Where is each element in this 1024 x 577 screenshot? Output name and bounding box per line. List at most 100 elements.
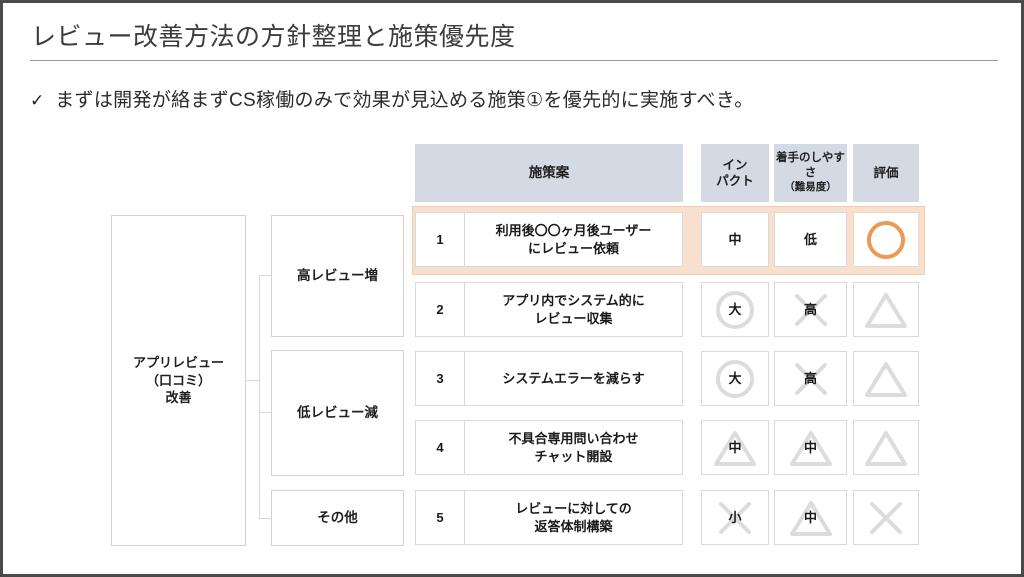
plan-text: 不具合専用問い合わせチャット開設 — [508, 430, 638, 465]
plan-cell: レビューに対しての返答体制構築 — [465, 490, 683, 545]
plan-line-2: にレビュー依頼 — [527, 240, 619, 256]
impact-cell-label: 中 — [728, 439, 742, 455]
symbol-cross-icon — [719, 501, 751, 534]
hierarchy-branch-box-1: 低レビュー減 — [271, 350, 404, 476]
row-number-cell: 3 — [415, 351, 465, 406]
column-header-ease: 着手のしやす さ （難易度） — [774, 144, 847, 202]
symbol-cross-icon — [794, 293, 827, 326]
ease-cell-label: 高 — [803, 370, 817, 386]
plan-line-1: 不具合専用問い合わせ — [508, 430, 639, 446]
row-number-label: 1 — [436, 231, 444, 247]
eval-cell — [853, 490, 919, 545]
check-icon: ✓ — [30, 91, 45, 110]
eval-cell — [853, 420, 919, 475]
ease-cell-label: 高 — [803, 301, 817, 317]
ease-cell: 高 — [774, 351, 847, 406]
symbol-triangle-icon — [714, 430, 756, 466]
eval-cell — [853, 282, 919, 337]
plan-cell: 利用後〇〇ヶ月後ユーザーにレビュー依頼 — [465, 212, 683, 267]
impact-cell-label: 大 — [728, 370, 742, 386]
symbol-triangle-icon — [865, 361, 907, 397]
column-header-plan-label: 施策案 — [528, 165, 570, 181]
impact-cell-label: 大 — [728, 301, 742, 317]
plan-text: 利用後〇〇ヶ月後ユーザーにレビュー依頼 — [496, 222, 652, 257]
branch-label-0: 高レビュー増 — [297, 267, 378, 283]
row-number-cell: 2 — [415, 282, 465, 337]
ease-cell: 高 — [774, 282, 847, 337]
row-number-label: 5 — [436, 509, 444, 525]
ease-cell-label: 中 — [803, 509, 817, 525]
symbol-triangle-icon — [865, 292, 907, 328]
ease-cell-label: 低 — [803, 231, 817, 247]
eval-cell — [853, 212, 919, 267]
root-line-2: （口コミ） — [145, 372, 211, 388]
plan-line-2: チャット開設 — [534, 448, 613, 464]
connector-root-stub — [246, 380, 260, 381]
row-number-label: 3 — [436, 370, 444, 386]
plan-text: アプリ内でシステム的にレビュー収集 — [502, 292, 645, 327]
impact-line-2: パクト — [716, 174, 754, 188]
column-header-eval-label: 評価 — [873, 165, 899, 180]
column-header-impact-label: イン パクト — [716, 157, 754, 190]
symbol-cross-icon — [794, 362, 827, 395]
plan-text: レビューに対しての返答体制構築 — [515, 500, 632, 535]
column-header-ease-label: 着手のしやす さ （難易度） — [776, 151, 845, 195]
row-number-label: 2 — [436, 301, 444, 317]
plan-line-2: 返答体制構築 — [534, 518, 613, 534]
root-line-3: 改善 — [165, 390, 192, 406]
ease-cell-label: 中 — [803, 439, 817, 455]
impact-cell: 小 — [701, 490, 769, 545]
branch-label-2: その他 — [317, 509, 358, 525]
symbol-circle-icon — [867, 220, 905, 259]
impact-cell: 中 — [701, 420, 769, 475]
row-number-cell: 4 — [415, 420, 465, 475]
hierarchy-branch-box-2: その他 — [271, 490, 404, 546]
subtitle-bullet-row: ✓ まずは開発が絡まずCS稼働のみで効果が見込める施策①を優先的に実施すべき。 — [30, 85, 754, 112]
connector-spine — [259, 275, 260, 519]
connector-branch-0 — [259, 275, 271, 276]
symbol-circle-icon — [716, 290, 754, 329]
column-header-eval: 評価 — [853, 144, 919, 202]
plan-line-1: 利用後〇〇ヶ月後ユーザー — [495, 222, 652, 238]
ease-line-2: さ — [804, 167, 817, 180]
title-divider — [30, 60, 998, 61]
impact-cell: 大 — [701, 282, 769, 337]
impact-cell: 中 — [701, 212, 769, 267]
plan-line-1: アプリ内でシステム的に — [502, 292, 645, 308]
symbol-triangle-icon — [865, 430, 907, 466]
plan-text: システムエラーを減らす — [502, 370, 644, 388]
hierarchy-root-box: アプリレビュー （口コミ） 改善 — [111, 215, 246, 546]
ease-cell: 中 — [774, 420, 847, 475]
ease-line-1: 着手のしやす — [776, 152, 845, 165]
symbol-triangle-icon — [789, 500, 832, 536]
impact-line-1: イン — [722, 157, 748, 172]
ease-sublabel: （難易度） — [784, 181, 837, 194]
ease-cell: 中 — [774, 490, 847, 545]
plan-line-2: レビュー収集 — [534, 310, 613, 326]
eval-cell — [853, 351, 919, 406]
column-header-impact: イン パクト — [701, 144, 769, 202]
connector-branch-2 — [259, 518, 271, 519]
row-number-label: 4 — [436, 439, 444, 455]
plan-line-1: システムエラーを減らす — [502, 370, 645, 386]
subtitle-text: まずは開発が絡まずCS稼働のみで効果が見込める施策①を優先的に実施すべき。 — [55, 90, 754, 111]
plan-cell: システムエラーを減らす — [465, 351, 683, 406]
plan-cell: アプリ内でシステム的にレビュー収集 — [465, 282, 683, 337]
impact-cell: 大 — [701, 351, 769, 406]
hierarchy-root-label: アプリレビュー （口コミ） 改善 — [133, 354, 224, 407]
root-line-1: アプリレビュー — [132, 355, 224, 371]
column-header-plan: 施策案 — [415, 144, 683, 202]
symbol-triangle-icon — [789, 430, 832, 466]
impact-cell-label: 小 — [728, 509, 742, 525]
page-title: レビュー改善方法の方針整理と施策優先度 — [31, 23, 516, 51]
hierarchy-branch-box-0: 高レビュー増 — [271, 215, 404, 337]
impact-cell-label: 中 — [728, 231, 742, 247]
row-number-cell: 5 — [415, 490, 465, 545]
ease-cell: 低 — [774, 212, 847, 267]
plan-cell: 不具合専用問い合わせチャット開設 — [465, 420, 683, 475]
branch-label-1: 低レビュー減 — [297, 404, 378, 420]
symbol-cross-icon — [870, 501, 902, 534]
connector-branch-1 — [259, 412, 271, 413]
row-number-cell: 1 — [415, 212, 465, 267]
